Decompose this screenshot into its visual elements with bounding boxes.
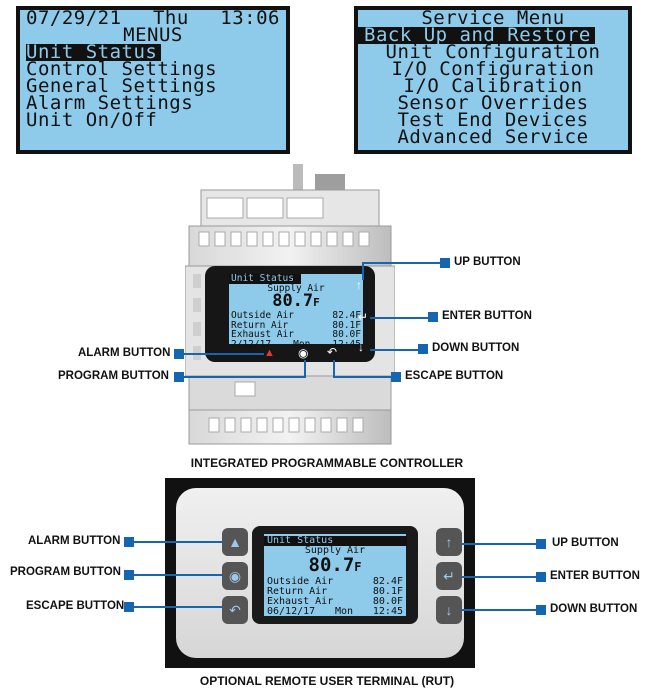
menu-item-control-settings[interactable]: Control Settings: [26, 58, 218, 80]
controller-program-button[interactable]: ◉: [298, 346, 309, 360]
rut-up-label: UP BUTTON: [552, 537, 619, 549]
rut-escape-button[interactable]: ↶: [222, 596, 248, 624]
rut-marker-down: [536, 605, 546, 615]
controller-up-label: UP BUTTON: [454, 256, 521, 268]
callout-line-alarm: [184, 353, 264, 355]
rut-line-enter: [462, 576, 538, 578]
rut-caption: OPTIONAL REMOTE USER TERMINAL (RUT): [199, 674, 455, 688]
controller-program-label: PROGRAM BUTTON: [58, 370, 169, 382]
rut-marker-escape: [124, 602, 134, 612]
service-title: Service Menu: [421, 10, 565, 29]
rut-program-label: PROGRAM BUTTON: [10, 566, 121, 578]
menus-lcd: 07/29/21 Thu 13:06 MENUS Unit Status Con…: [16, 6, 290, 154]
rut-line-escape: [134, 606, 222, 608]
menus-day: Thu: [152, 10, 189, 29]
callout-line-escape: [333, 376, 393, 378]
controller-device: [185, 164, 395, 445]
callout-line-down: [370, 349, 420, 351]
menu-item-general-settings[interactable]: General Settings: [26, 75, 218, 97]
menus-header: 07/29/21 Thu 13:06: [20, 10, 286, 29]
rut-line-down: [462, 609, 538, 611]
controller-screen: Unit Status Supply Air 80.7F Outside Air…: [229, 274, 363, 349]
controller-caption: INTEGRATED PROGRAMMABLE CONTROLLER: [190, 456, 464, 470]
rut-marker-up: [536, 539, 546, 549]
callout-line-up: [362, 262, 442, 264]
callout-marker-down: [418, 344, 428, 354]
rut-line-program: [134, 574, 222, 576]
rut-marker-program: [124, 570, 134, 580]
callout-marker-enter: [428, 312, 438, 322]
service-item-backup[interactable]: Back Up and Restore: [358, 26, 595, 45]
rut-screen-header: Unit Status: [264, 536, 407, 546]
rut-escape-label: ESCAPE BUTTON: [26, 600, 125, 612]
menu-item-alarm-settings[interactable]: Alarm Settings: [26, 92, 194, 114]
controller-supply-value: 80.7F: [272, 291, 320, 311]
callout-line-program-v: [304, 360, 306, 378]
callout-line-program: [184, 376, 306, 378]
rut-screen: Unit Status Supply Air 80.7F Outside Air…: [264, 534, 407, 617]
menus-time: 13:06: [220, 10, 280, 29]
controller-enter-button[interactable]: ↵: [358, 310, 369, 324]
callout-marker-program: [174, 372, 184, 382]
rut-alarm-label: ALARM BUTTON: [28, 535, 121, 547]
controller-alarm-label: ALARM BUTTON: [78, 347, 171, 359]
rut-line-alarm: [134, 541, 222, 543]
controller-enter-label: ENTER BUTTON: [442, 310, 532, 322]
controller-supply-label: Supply Air: [267, 282, 325, 294]
menus-date: 07/29/21: [26, 10, 122, 29]
controller-down-button[interactable]: ↓: [358, 340, 364, 354]
rut-marker-enter: [536, 572, 546, 582]
rut-marker-alarm: [124, 537, 134, 547]
rut-alarm-button[interactable]: ▲: [222, 528, 248, 556]
rut-up-button[interactable]: ↑: [436, 528, 462, 556]
rut-program-button[interactable]: ◉: [222, 562, 248, 590]
controller-up-button[interactable]: ↑: [356, 278, 362, 292]
service-item-advanced[interactable]: Advanced Service: [397, 126, 589, 148]
callout-line-enter: [370, 317, 432, 319]
callout-marker-alarm: [174, 349, 184, 359]
service-lcd: Service Menu Back Up and Restore Unit Co…: [354, 6, 632, 154]
service-item-io-config[interactable]: I/O Configuration: [391, 58, 595, 80]
callout-marker-up: [440, 258, 450, 268]
rut-down-button[interactable]: ↓: [436, 596, 462, 624]
menus-title: MENUS: [123, 24, 183, 46]
callout-line-escape-v: [333, 360, 335, 378]
rut-enter-label: ENTER BUTTON: [550, 570, 640, 582]
controller-alarm-button[interactable]: ▲: [264, 347, 275, 359]
callout-marker-escape: [391, 372, 401, 382]
menu-item-unit-status[interactable]: Unit Status: [26, 43, 162, 62]
controller-escape-label: ESCAPE BUTTON: [405, 370, 504, 382]
menu-item-unit-on-off[interactable]: Unit On/Off: [26, 109, 158, 131]
controller-screen-header: Unit Status: [229, 274, 301, 284]
rut-supply-value: 80.7F: [308, 554, 362, 576]
service-item-sensor-overrides[interactable]: Sensor Overrides: [397, 92, 589, 114]
service-item-test-end-devices[interactable]: Test End Devices: [397, 109, 589, 131]
rut-down-label: DOWN BUTTON: [550, 603, 638, 615]
service-item-unit-config[interactable]: Unit Configuration: [385, 41, 601, 63]
rut-enter-button[interactable]: ↵: [436, 562, 462, 590]
rut-line-up: [462, 543, 538, 545]
callout-line-up-v: [362, 262, 364, 280]
controller-escape-button[interactable]: ↶: [327, 345, 338, 359]
controller-down-label: DOWN BUTTON: [432, 342, 520, 354]
service-item-io-calibration[interactable]: I/O Calibration: [403, 75, 583, 97]
rut-supply-label: Supply Air: [304, 545, 366, 556]
